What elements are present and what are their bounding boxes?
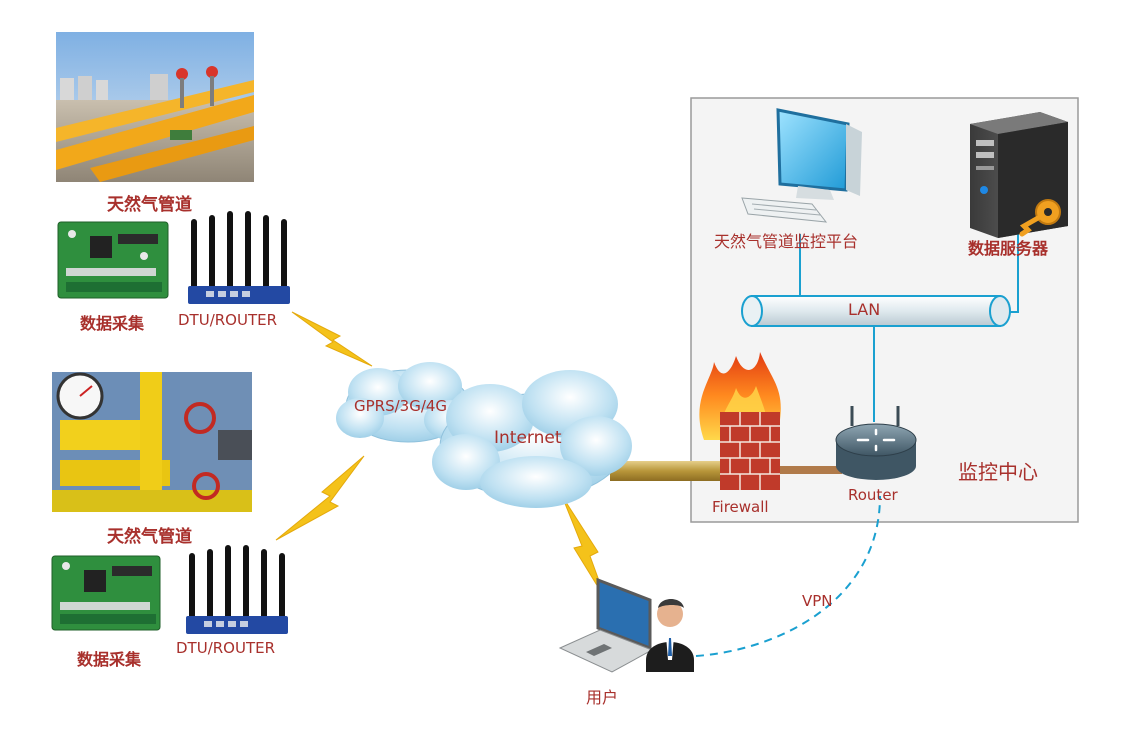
wan-pipe: [610, 461, 730, 481]
monitoring-center-title: 监控中心: [958, 460, 1038, 484]
vpn-tunnel: [695, 495, 881, 657]
site1-router-label: DTU/ROUTER: [178, 311, 278, 329]
internet-label: Internet: [494, 428, 562, 448]
monitoring-platform-computer-icon: [741, 108, 862, 223]
data-collector-board-1: [57, 221, 169, 299]
firewall-icon: [699, 352, 781, 490]
platform-label: 天然气管道监控平台: [714, 232, 859, 251]
remote-user-icon: [558, 577, 694, 673]
site1-collect-label: 数据采集: [80, 314, 145, 333]
internet-cloud: [432, 370, 632, 508]
router-icon: [835, 406, 917, 480]
router-label: Router: [848, 486, 898, 504]
lan-label: LAN: [848, 300, 881, 319]
wireless-link-2: [275, 455, 365, 541]
server-lan-link: [1008, 232, 1019, 313]
pipeline-photo-2: [52, 372, 252, 512]
gprs-label: GPRS/3G/4G: [354, 397, 448, 415]
data-collector-board-2: [51, 555, 161, 631]
site2-collect-label: 数据采集: [77, 650, 142, 669]
site2-router-label: DTU/ROUTER: [176, 639, 276, 657]
pipeline-photo-1: [56, 32, 254, 182]
firewall-label: Firewall: [712, 498, 769, 516]
user-label: 用户: [586, 688, 619, 707]
data-server-icon: [970, 112, 1068, 238]
server-label: 数据服务器: [968, 239, 1049, 258]
lan-bus: [741, 295, 1011, 327]
site2-pipeline-label: 天然气管道: [107, 527, 192, 547]
gprs-cloud: [336, 362, 476, 443]
dtu-router-device-2: [186, 545, 288, 634]
dtu-router-device-1: [188, 211, 290, 304]
wireless-link-1: [291, 311, 373, 367]
site1-pipeline-label: 天然气管道: [107, 195, 192, 215]
firewall-router-link: [776, 466, 842, 474]
vpn-label: VPN: [802, 592, 833, 610]
